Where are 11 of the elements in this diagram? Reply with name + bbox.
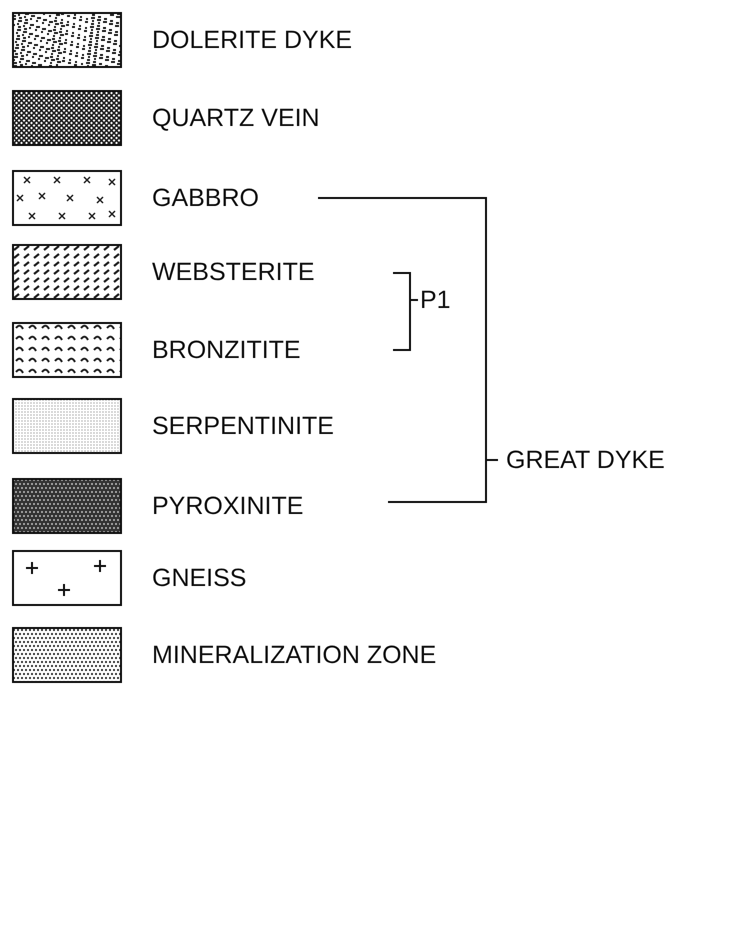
legend-label: GABBRO — [152, 183, 259, 213]
legend-label: GNEISS — [152, 563, 246, 593]
group-label: P1 — [420, 285, 451, 315]
legend-label: PYROXINITE — [152, 491, 304, 521]
legend-label: MINERALIZATION ZONE — [152, 640, 436, 670]
legend-label: QUARTZ VEIN — [152, 103, 320, 133]
legend-label: DOLERITE DYKE — [152, 25, 352, 55]
legend-label: WEBSTERITE — [152, 257, 315, 287]
group-label: GREAT DYKE — [506, 445, 665, 475]
legend-label: BRONZITITE — [152, 335, 301, 365]
legend-label: SERPENTINITE — [152, 411, 334, 441]
